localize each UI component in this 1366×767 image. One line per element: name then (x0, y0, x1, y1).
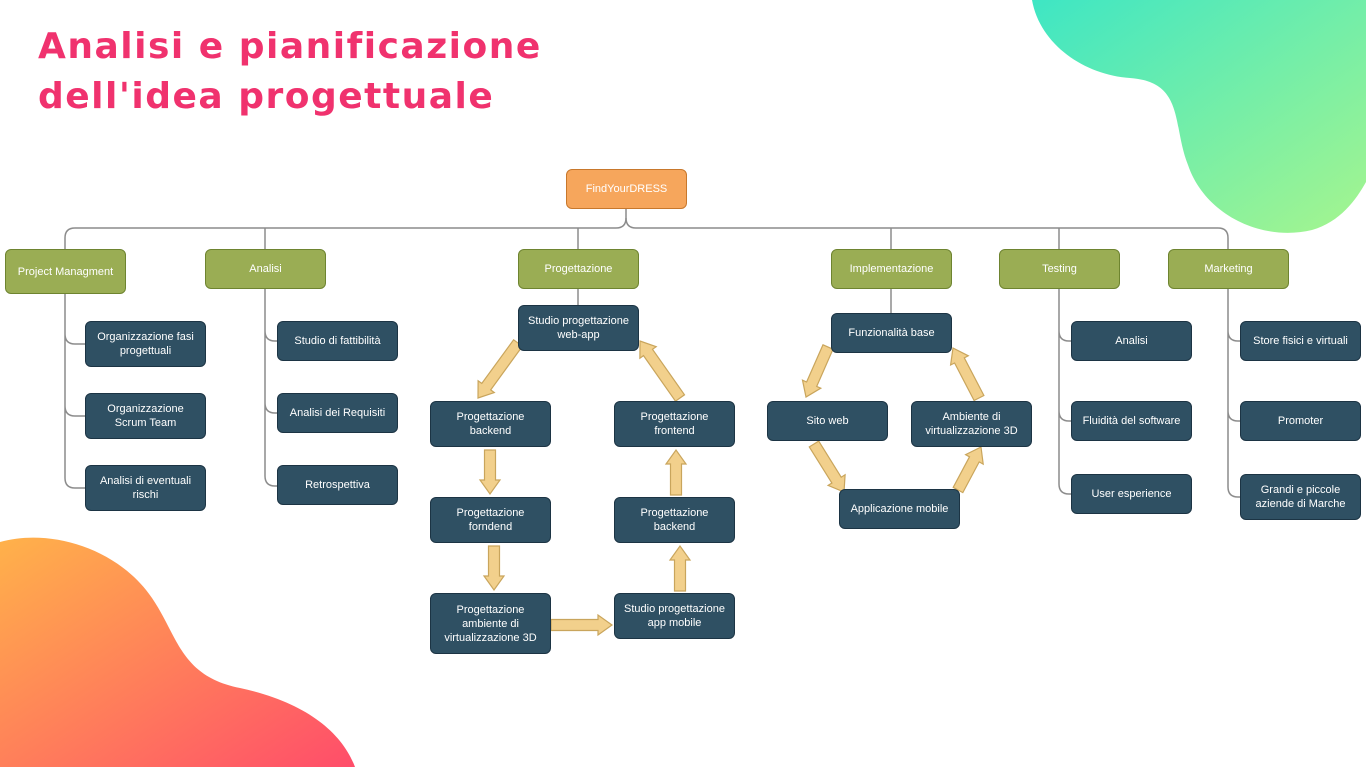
arrow-webapp-to-backend (477, 338, 524, 399)
root-label: FindYourDRESS (585, 183, 668, 195)
progettazione-webapp[interactable]: Studio progettazione web-app (518, 305, 639, 351)
node-label: User esperience (1091, 488, 1172, 500)
node-label: Organizzazione fasi progettuali (97, 331, 194, 357)
arrow-ambiente-to-appmobile (550, 613, 614, 637)
implementazione-sito-web[interactable]: Sito web (767, 401, 888, 441)
node-label: Studio progettazione app mobile (624, 603, 725, 629)
arrow-backend-to-forndend (478, 449, 502, 496)
analisi-item-fattibilita[interactable]: Studio di fattibilità (277, 321, 398, 361)
title-line-1: Analisi e pianificazione (38, 26, 542, 67)
progettazione-ambiente-3d[interactable]: Progettazione ambiente di virtualizzazio… (430, 593, 551, 654)
arrow-appmobile-to-backend (668, 544, 692, 592)
marketing-item-store[interactable]: Store fisici e virtuali (1240, 321, 1361, 361)
top-right-blob (1032, 0, 1366, 233)
title-line-2: dell'idea progettuale (38, 76, 495, 117)
category-analisi[interactable]: Analisi (205, 249, 326, 289)
node-label: Applicazione mobile (850, 503, 949, 515)
root-connector (64, 208, 627, 249)
category-marketing[interactable]: Marketing (1168, 249, 1289, 289)
analisi-item-retrospettiva[interactable]: Retrospettiva (277, 465, 398, 505)
node-label: Sito web (806, 415, 849, 427)
category-label: Project Managment (17, 265, 114, 278)
flow-arrows (477, 338, 985, 637)
testing-item-user-esperience[interactable]: User esperience (1071, 474, 1192, 514)
arrow-frontend-to-webapp (639, 340, 686, 403)
progettazione-app-mobile[interactable]: Studio progettazione app mobile (614, 593, 735, 639)
implementazione-funzionalita-base[interactable]: Funzionalità base (831, 313, 952, 353)
arrow-forndend-to-ambiente (482, 545, 506, 592)
node-label: Progettazione ambiente di virtualizzazio… (444, 603, 537, 644)
marketing-item-aziende[interactable]: Grandi e piccole aziende di Marche (1240, 474, 1361, 520)
arrow-ambiente-to-base (949, 347, 985, 402)
category-testing[interactable]: Testing (999, 249, 1120, 289)
category-implementazione[interactable]: Implementazione (831, 249, 952, 289)
project-branch (64, 294, 85, 489)
node-label: Progettazione backend (456, 411, 525, 437)
trunk-connector (625, 217, 1229, 249)
arrow-backend-to-frontend (664, 448, 688, 496)
tree-connector-lines (64, 208, 1240, 498)
root-node[interactable]: FindYourDRESS (566, 169, 687, 209)
node-label: Progettazione frontend (640, 411, 709, 437)
category-progettazione[interactable]: Progettazione (518, 249, 639, 289)
analisi-branch (264, 289, 277, 487)
node-label: Store fisici e virtuali (1253, 335, 1348, 347)
category-label: Progettazione (544, 263, 613, 275)
node-label: Funzionalità base (848, 327, 935, 339)
testing-branch (1058, 289, 1071, 495)
node-label: Progettazione forndend (456, 507, 525, 533)
node-label: Analisi di eventuali rischi (99, 475, 192, 501)
category-label: Implementazione (849, 263, 934, 275)
implementazione-applicazione-mobile[interactable]: Applicazione mobile (839, 489, 960, 529)
analisi-item-requisiti[interactable]: Analisi dei Requisiti (277, 393, 398, 433)
category-project-managment[interactable]: Project Managment (5, 249, 126, 294)
testing-item-fluidita[interactable]: Fluidità del software (1071, 401, 1192, 441)
project-item-scrum-team[interactable]: Organizzazione Scrum Team (85, 393, 206, 439)
project-item-rischi[interactable]: Analisi di eventuali rischi (85, 465, 206, 511)
progettazione-backend-1[interactable]: Progettazione backend (430, 401, 551, 447)
node-label: Studio di fattibilità (294, 335, 381, 347)
node-label: Ambiente di virtualizzazione 3D (925, 411, 1018, 437)
category-label: Testing (1042, 263, 1077, 275)
project-item-organizzazione-fasi[interactable]: Organizzazione fasi progettuali (85, 321, 206, 367)
node-label: Fluidità del software (1082, 415, 1181, 427)
progettazione-forndend[interactable]: Progettazione forndend (430, 497, 551, 543)
node-label: Studio progettazione web-app (528, 315, 629, 341)
bottom-left-blob (0, 537, 355, 767)
testing-item-analisi[interactable]: Analisi (1071, 321, 1192, 361)
node-label: Organizzazione Scrum Team (107, 403, 184, 429)
node-label: Grandi e piccole aziende di Marche (1255, 484, 1346, 510)
node-label: Analisi dei Requisiti (289, 407, 386, 419)
marketing-branch (1227, 289, 1240, 498)
arrow-mobile-to-ambiente (952, 446, 984, 494)
arrow-sito-to-mobile (808, 440, 846, 493)
category-label: Analisi (249, 263, 282, 275)
node-label: Promoter (1277, 415, 1324, 427)
node-label: Progettazione backend (640, 507, 709, 533)
category-label: Marketing (1204, 263, 1253, 275)
progettazione-backend-2[interactable]: Progettazione backend (614, 497, 735, 543)
node-label: Analisi (1115, 335, 1148, 347)
progettazione-frontend[interactable]: Progettazione frontend (614, 401, 735, 447)
page-title: Analisi e pianificazione dell'idea proge… (38, 22, 542, 122)
arrow-base-to-sito (801, 344, 834, 398)
marketing-item-promoter[interactable]: Promoter (1240, 401, 1361, 441)
node-label: Retrospettiva (305, 479, 370, 491)
implementazione-ambiente-3d[interactable]: Ambiente di virtualizzazione 3D (911, 401, 1032, 447)
